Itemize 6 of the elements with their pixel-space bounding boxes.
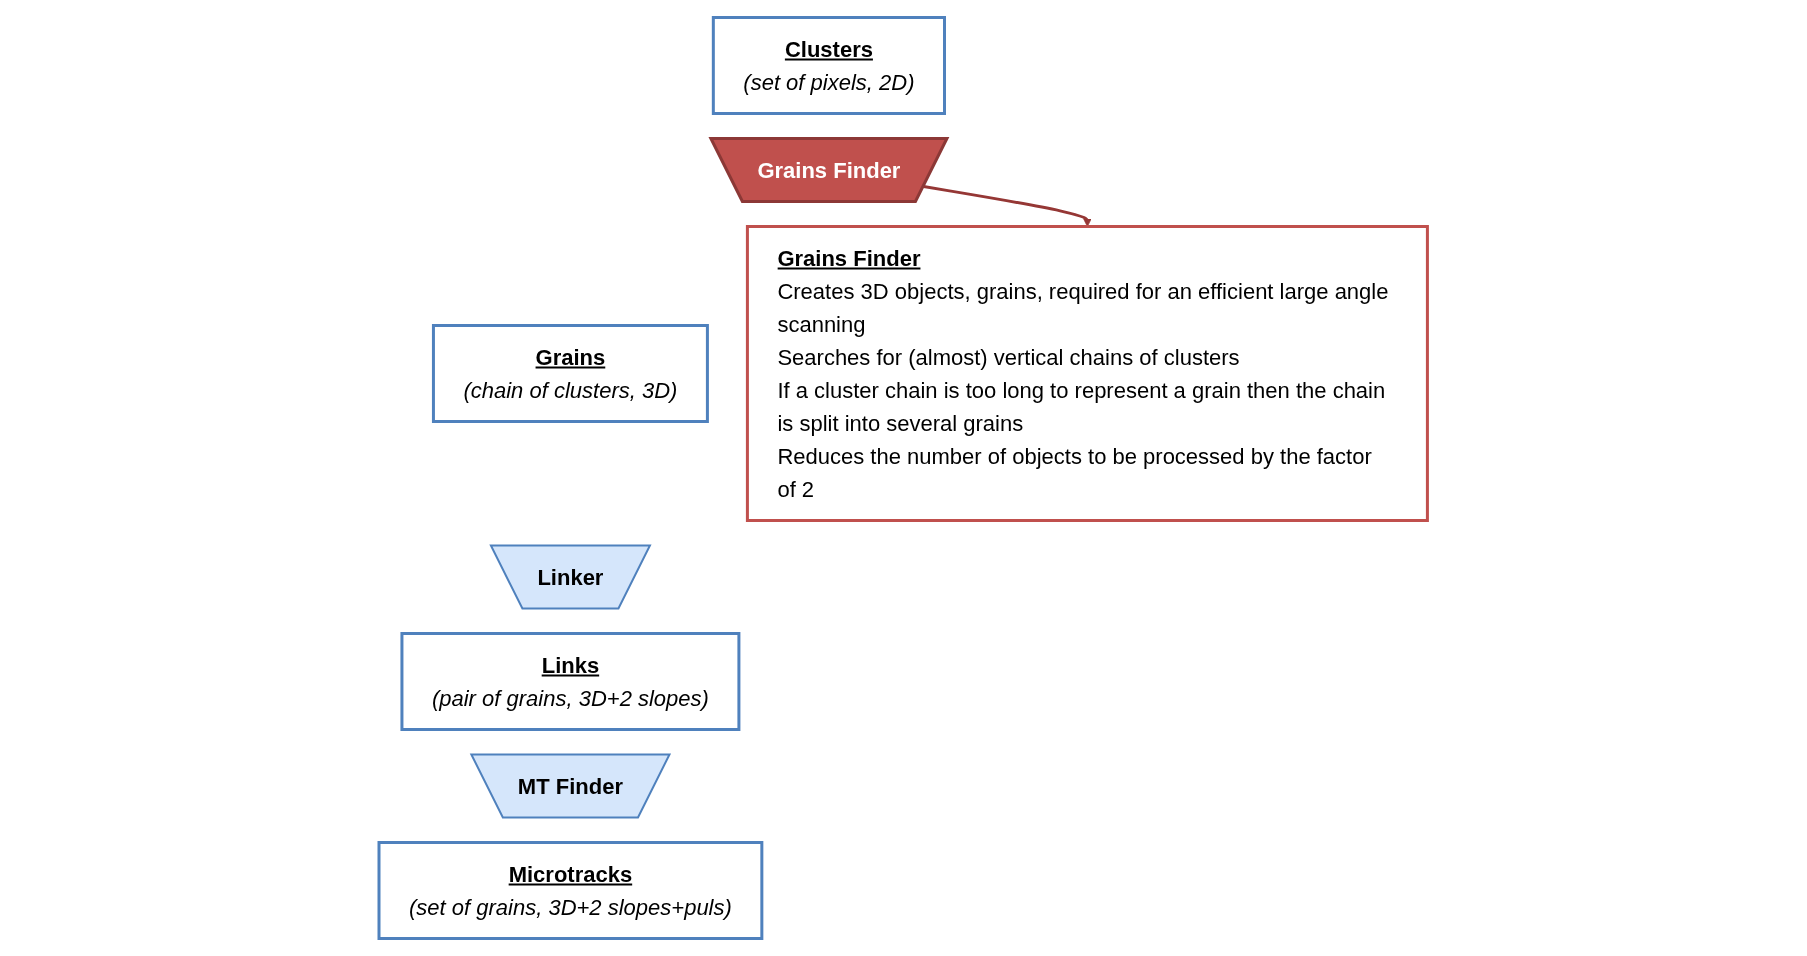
- node-box: Grains Finder Creates 3D objects, grains, required for an efficient large angle scanning Searches for (almost) vertical chains of clusters If a cluster chain is too long to represent a grain then the chain is split into several grains Reduces the number of objects to be processed by the factor of 2: [746, 225, 1430, 522]
- node-box: Microtracks (set of grains, 3D+2 slopes+puls): [377, 841, 764, 940]
- node-box: Links (pair of grains, 3D+2 slopes): [400, 632, 741, 731]
- arrow: [923, 185, 1093, 227]
- node-box: Clusters (set of pixels, 2D): [712, 16, 947, 115]
- node-box: Grains (chain of clusters, 3D): [432, 324, 710, 423]
